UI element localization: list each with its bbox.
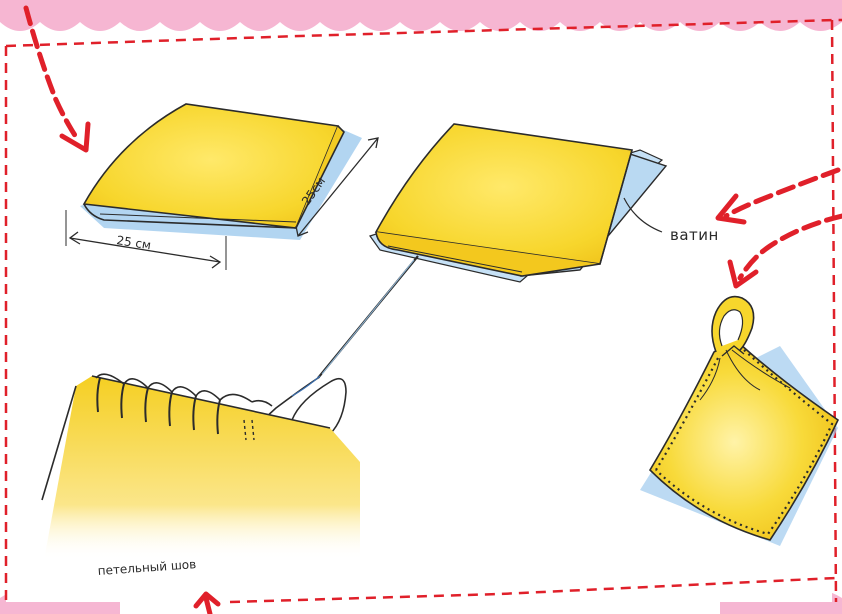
blanket-stitch-fabric [41, 373, 360, 560]
finished-potholder [640, 295, 840, 546]
dashed-frame-right [830, 19, 838, 603]
batting-label: ватин [670, 226, 719, 244]
dimension-width-label: 25 см [116, 233, 152, 252]
batting-label-group: ватин [623, 197, 719, 244]
red-arrow-top-left [23, 5, 91, 153]
red-arrow-potholder [727, 213, 842, 289]
stitch-label: петельный шов [97, 557, 196, 578]
dimension-width: 25 см [65, 210, 227, 270]
pink-frame-top [0, 0, 842, 31]
fabric-with-batting [369, 123, 668, 283]
red-arrow-bottom [193, 591, 221, 614]
dashed-frame-top [5, 18, 842, 48]
folded-fabric-square [80, 103, 362, 240]
red-arrow-batting [715, 167, 841, 225]
dashed-frame-bottom [229, 576, 837, 604]
